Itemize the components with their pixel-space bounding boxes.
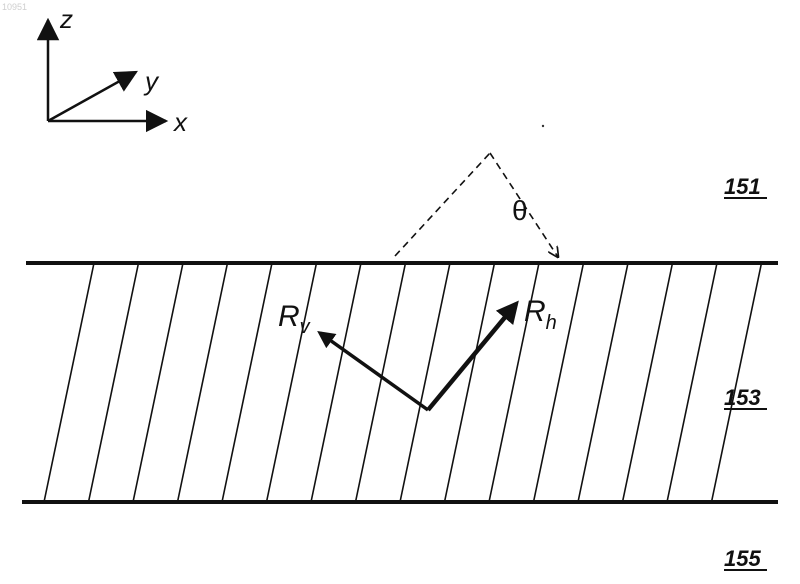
stray-dot <box>542 125 544 127</box>
rh-label-sub: h <box>546 312 557 334</box>
hatch-line <box>89 263 139 502</box>
hatch-line <box>400 263 450 502</box>
ref-151: 151 <box>724 174 761 199</box>
vectors: Rv Rh <box>278 295 557 410</box>
rv-label: Rv <box>278 300 311 338</box>
hatch-line <box>356 263 406 502</box>
coordinate-axes: z y x <box>48 4 188 137</box>
watermark-text: 10951 <box>2 2 27 12</box>
rh-arrow <box>428 304 516 410</box>
hatch-line <box>667 263 717 502</box>
hatch-line <box>44 263 94 502</box>
y-axis-label: y <box>143 66 160 96</box>
rh-label-main: R <box>524 295 546 328</box>
hatch-line <box>133 263 183 502</box>
hatch-line <box>267 263 317 502</box>
x-axis-label: x <box>172 107 188 137</box>
reference-numerals: 151 153 155 <box>724 174 767 571</box>
y-axis-line <box>48 72 136 121</box>
dashed-left-line <box>395 153 490 256</box>
hatch-line <box>623 263 673 502</box>
hatch-line <box>178 263 228 502</box>
rv-label-sub: v <box>300 316 311 338</box>
hatch-line <box>712 263 762 502</box>
rv-label-main: R <box>278 300 300 333</box>
rh-label: Rh <box>524 295 557 334</box>
hatch-line <box>311 263 361 502</box>
rv-arrow <box>320 333 428 410</box>
ref-155: 155 <box>724 546 761 571</box>
hatched-layer <box>44 263 762 502</box>
ref-153: 153 <box>724 385 761 410</box>
z-axis-label: z <box>59 4 73 34</box>
angle-construction: θ <box>395 153 558 257</box>
hatch-line <box>578 263 628 502</box>
hatch-line <box>222 263 272 502</box>
theta-label: θ <box>512 195 528 226</box>
